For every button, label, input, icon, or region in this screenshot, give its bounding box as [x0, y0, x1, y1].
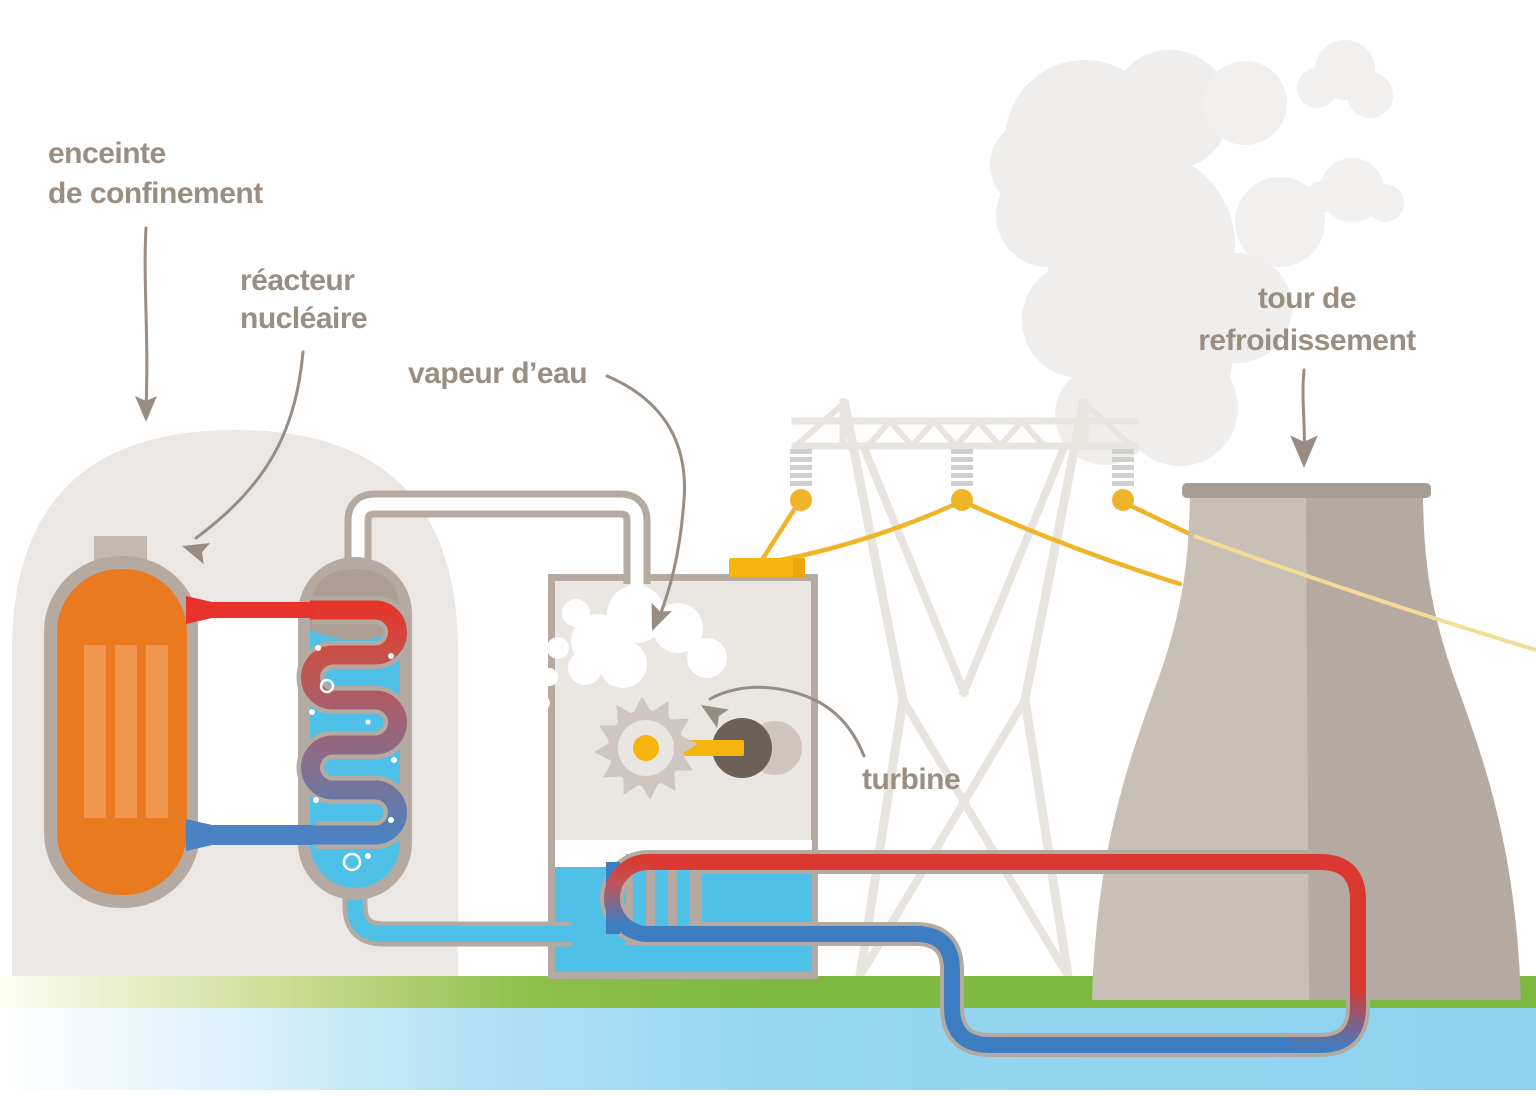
steam-generator-bubbles — [309, 645, 397, 872]
cooling-loop-hot-pipe — [652, 854, 1366, 965]
cooling-tower-label-line1: tour de — [1258, 282, 1356, 315]
containment-arrow — [143, 226, 149, 410]
cooling-loop — [600, 850, 1370, 1057]
turbine-steam-cloud — [536, 585, 727, 710]
reactor-label-line2: nucléaire — [240, 302, 367, 335]
insulator-icon — [951, 449, 973, 511]
cooling-tower-rim — [1182, 483, 1431, 498]
cooling-tower-steam-cloud — [990, 40, 1404, 466]
turbine-arrow — [708, 685, 866, 758]
cooling-loop-fade — [1282, 958, 1366, 1053]
condenser-exchanger-windows — [633, 870, 690, 930]
annotation-arrows — [143, 226, 1306, 758]
insulator-icon — [790, 449, 812, 511]
reactor-arrow — [194, 350, 305, 540]
pylon-insulators — [790, 449, 1134, 511]
transmission-pylon — [791, 398, 1139, 982]
power-lines — [755, 499, 1197, 587]
primary-loop-gap — [198, 618, 300, 827]
steam-label: vapeur d’eau — [408, 357, 587, 390]
labels: enceinte de confinement réacteur nucléai… — [48, 137, 1417, 796]
reactor-label-line1: réacteur — [240, 264, 355, 297]
containment-label-line1: enceinte — [48, 137, 166, 170]
feedwater-pipe — [342, 885, 576, 947]
primary-cold-pipe — [186, 819, 312, 851]
fuel-rods — [84, 645, 168, 818]
turbine-wheel — [592, 694, 700, 802]
containment-label-line2: de confinement — [48, 177, 263, 210]
condenser-u-turn — [604, 854, 660, 942]
steam-generator — [296, 557, 412, 900]
steam-pipe — [344, 490, 651, 620]
turbine-label: turbine — [862, 763, 960, 796]
cooling-loop-cold-pipe — [652, 926, 1290, 1053]
transformer-block — [729, 558, 805, 577]
cooling-tower-label-line2: refroidissement — [1198, 324, 1416, 357]
primary-hot-pipe — [186, 596, 316, 624]
steam-arrow — [605, 374, 686, 620]
reactor-vessel — [44, 536, 200, 908]
heat-exchanger-coil — [301, 600, 407, 845]
cooling-tower — [1092, 483, 1521, 1000]
insulator-icon — [1112, 449, 1134, 511]
power-line-far — [1193, 534, 1536, 652]
